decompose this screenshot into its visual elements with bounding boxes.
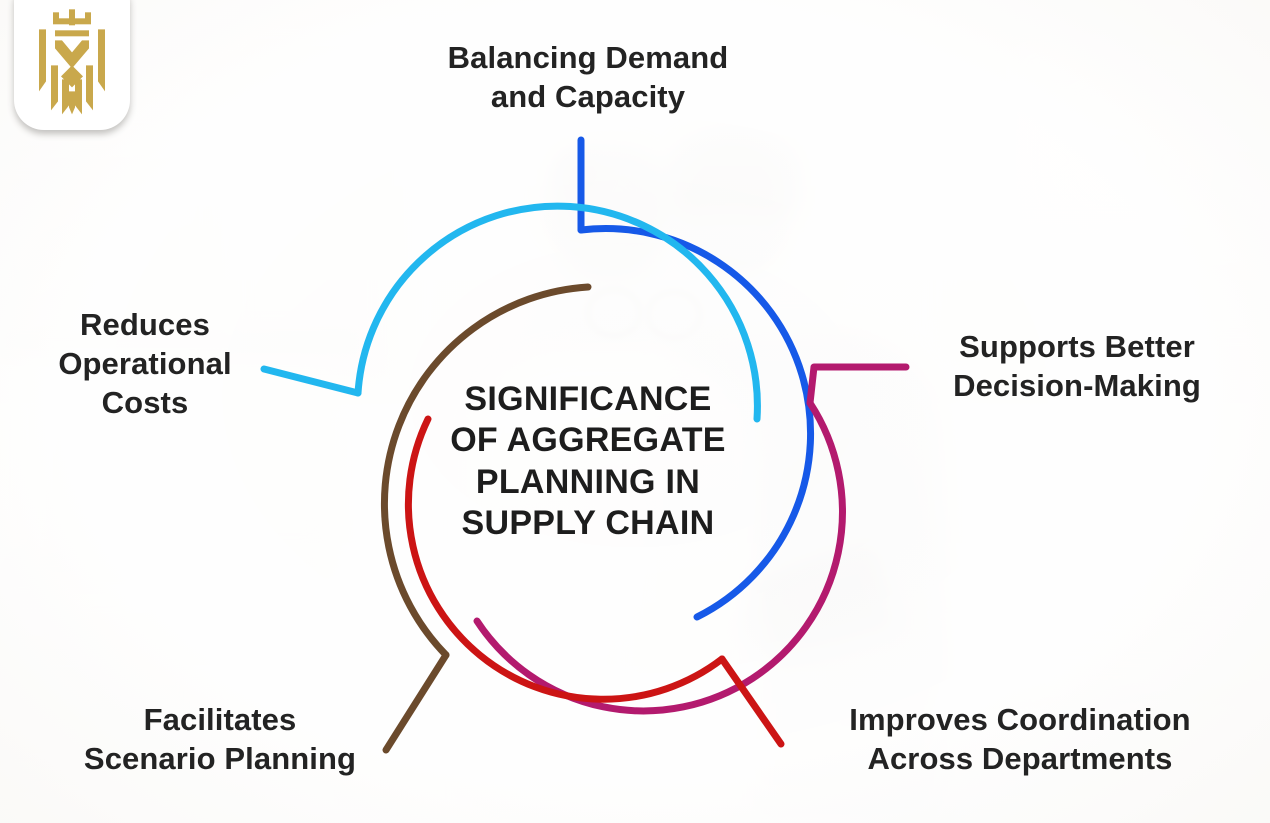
label-facilitates-scenario-planning: Facilitates Scenario Planning bbox=[83, 702, 357, 777]
page-title: SIGNIFICANCE OF AGGREGATE PLANNING IN SU… bbox=[450, 380, 726, 543]
brown-arc bbox=[380, 283, 592, 659]
cyan-connector-line bbox=[260, 365, 362, 397]
magenta-arc bbox=[473, 399, 847, 715]
label-balancing-demand-and-capacity: Balancing Demand and Capacity bbox=[447, 40, 729, 115]
cyan-arc bbox=[354, 202, 761, 423]
brown-connector-line bbox=[382, 651, 450, 754]
label-improves-coordination-across-departments: Improves Coordination Across Departments bbox=[849, 702, 1191, 777]
red-arc bbox=[404, 415, 726, 703]
magenta-connector-line bbox=[806, 363, 910, 407]
label-reduces-operational-costs: Reduces Operational Costs bbox=[58, 307, 232, 421]
red-connector-line bbox=[718, 655, 785, 748]
crest-icon bbox=[39, 9, 105, 115]
label-supports-better-decision-making: Supports Better Decision-Making bbox=[953, 329, 1201, 404]
company-logo-badge[interactable] bbox=[14, 0, 130, 130]
